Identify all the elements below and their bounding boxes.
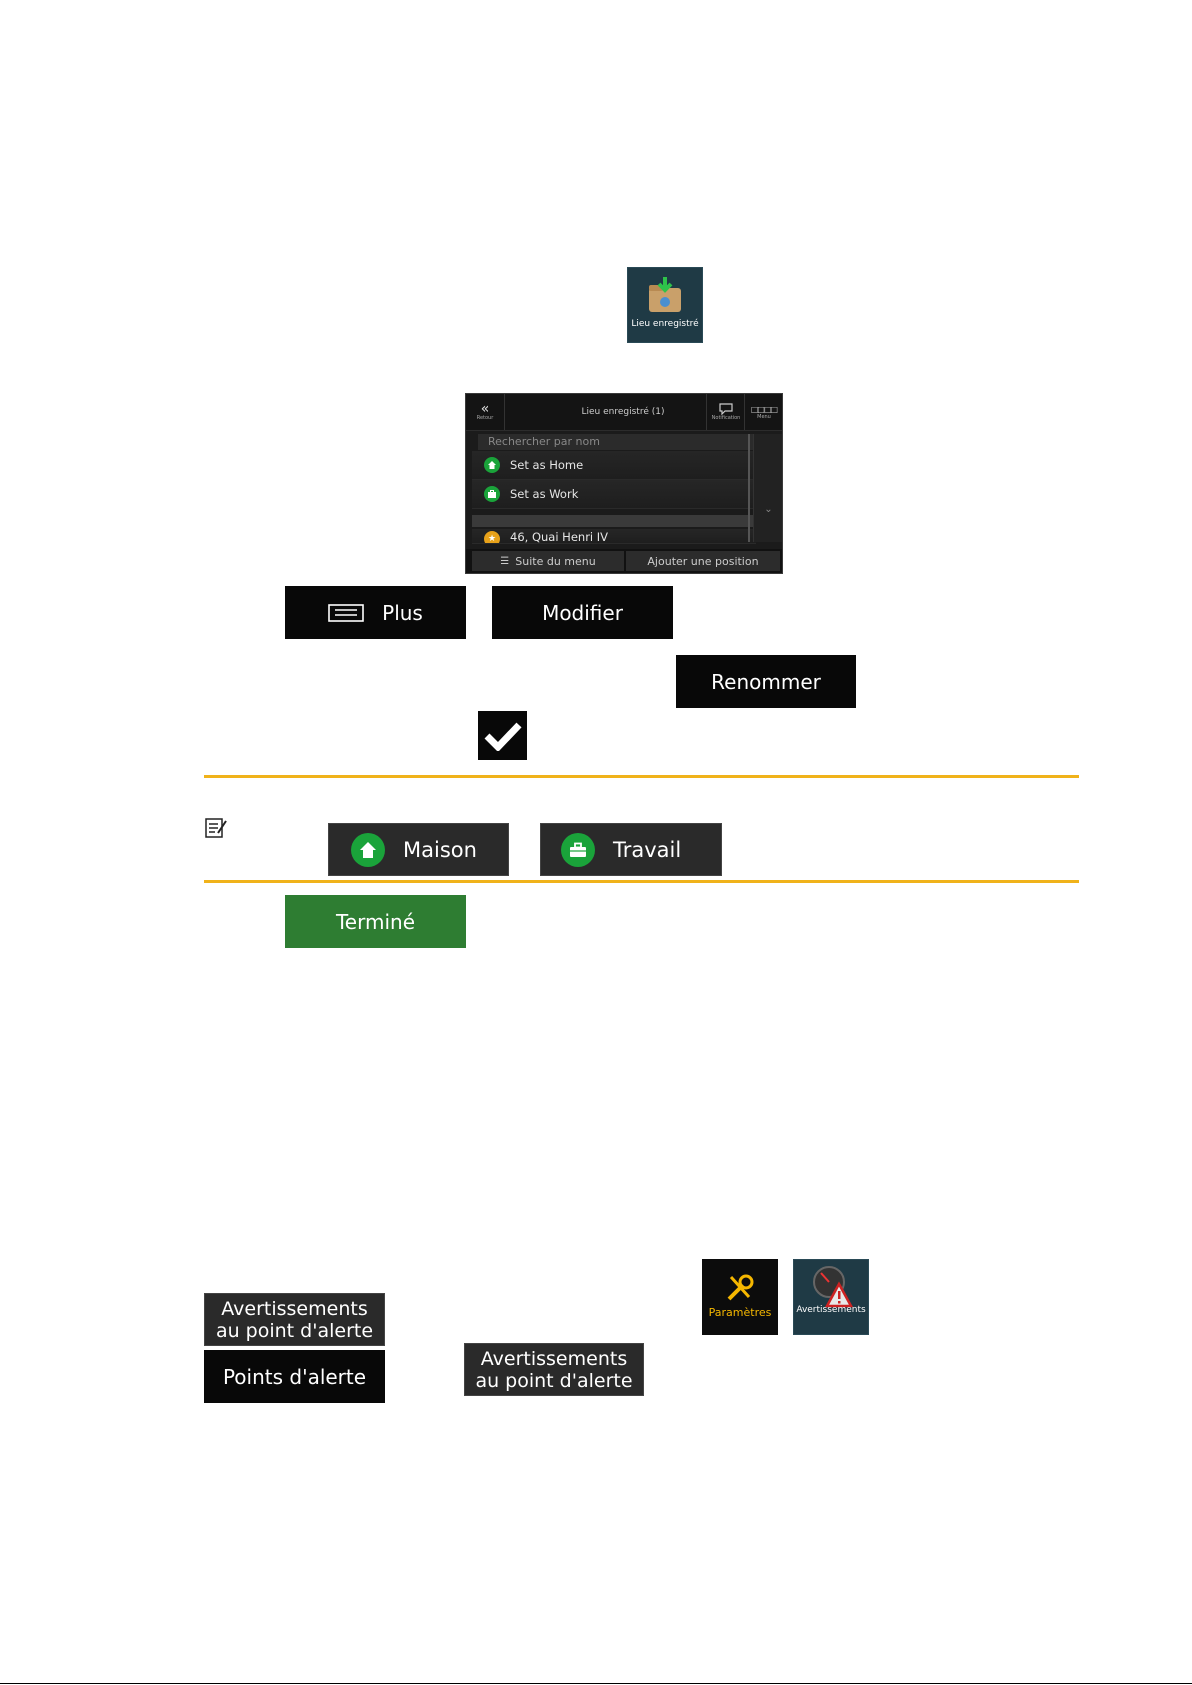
chevron-left-icon: « (480, 401, 490, 417)
menu-lines-icon: ☰ (500, 555, 510, 567)
bottom-bar: ☰ Suite du menu Ajouter une position (466, 549, 782, 573)
settings-tile[interactable]: Paramètres (702, 1259, 778, 1335)
list-item[interactable]: Set as Home (472, 451, 756, 480)
scrollbar[interactable] (748, 434, 750, 542)
note-top-line (204, 775, 1079, 778)
confirm-button[interactable] (478, 711, 527, 760)
folder-download-icon (649, 277, 681, 312)
alert-warnings-button-2[interactable]: Avertissements au point d'alerte (464, 1343, 644, 1396)
rename-button[interactable]: Renommer (676, 655, 856, 708)
footer-rule (0, 1683, 1192, 1684)
briefcase-icon (484, 486, 500, 502)
grid-icon: □□□□ (750, 404, 778, 414)
speech-bubble-icon (719, 403, 733, 415)
more-menu-button[interactable]: ☰ Suite du menu (472, 551, 624, 571)
star-icon: ★ (484, 531, 500, 543)
check-icon (484, 722, 522, 751)
home-icon (484, 457, 500, 473)
search-input[interactable]: Rechercher par nom (478, 434, 756, 450)
home-button[interactable]: Maison (328, 823, 509, 876)
plus-button[interactable]: Plus (285, 586, 466, 639)
menu-button[interactable]: □□□□ Menu (744, 394, 782, 430)
work-button[interactable]: Travail (540, 823, 722, 876)
notification-button[interactable]: Notification (706, 394, 745, 430)
add-position-button[interactable]: Ajouter une position (626, 551, 780, 571)
saved-place-label: Lieu enregistré (631, 319, 699, 329)
alert-warnings-button[interactable]: Avertissements au point d'alerte (204, 1293, 385, 1346)
alert-points-button[interactable]: Points d'alerte (204, 1350, 385, 1403)
screen-title: Lieu enregistré (1) (581, 407, 665, 417)
saved-place-tile[interactable]: Lieu enregistré (627, 267, 703, 343)
wrench-screwdriver-icon (727, 1274, 754, 1301)
section-divider (472, 515, 756, 527)
done-button[interactable]: Terminé (285, 895, 466, 948)
briefcase-icon (561, 832, 595, 867)
note-icon (205, 818, 227, 838)
scroll-down-icon[interactable]: ⌄ (764, 504, 773, 515)
list-item[interactable]: Set as Work (472, 480, 756, 509)
modify-button[interactable]: Modifier (492, 586, 673, 639)
home-icon (351, 832, 385, 867)
speedometer-warning-icon (813, 1266, 854, 1308)
saved-places-screen: « Retour Lieu enregistré (1) Notificatio… (465, 393, 783, 574)
scroll-panel[interactable]: ⌄ (753, 434, 782, 542)
top-bar: « Retour Lieu enregistré (1) Notificatio… (466, 394, 782, 431)
warnings-tile[interactable]: Avertissements (793, 1259, 869, 1335)
menu-lines-icon (328, 603, 364, 622)
list-item[interactable]: ★ 46, Quai Henri IV (472, 529, 756, 544)
note-bottom-line (204, 880, 1079, 883)
back-button[interactable]: « Retour (466, 394, 505, 430)
